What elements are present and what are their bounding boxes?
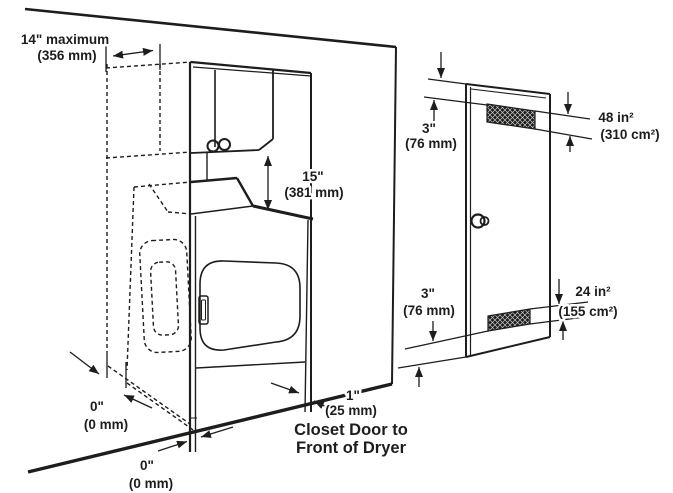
dryer-console-hidden [148, 183, 169, 213]
bottom-vent-offset-metric: (76 mm) [403, 303, 455, 318]
side-clearance-arrow-left [157, 440, 188, 452]
dryer-kickplate-seam [195, 361, 306, 369]
bottom-vent [487, 308, 531, 332]
dryer-side-panel-hidden [139, 238, 192, 354]
dryer-side-recess-hidden [149, 261, 180, 336]
cabinet-clearance-label: 15" [302, 169, 323, 184]
door-clearance-label: 1" [346, 388, 360, 403]
door-knob [470, 213, 486, 229]
hidden-outlines [105, 61, 197, 433]
bottom-vent-offset-label: 3" [421, 286, 435, 301]
rear-clearance-metric: (0 mm) [84, 417, 128, 432]
caption-line1: Closet Door to [294, 421, 408, 439]
wall-right-edge [391, 46, 397, 385]
opening-header-top [190, 60, 312, 75]
dryer-door-handle-inner [201, 299, 206, 321]
dryer-front-right-edge [304, 219, 309, 413]
top-vent-top-leader [534, 110, 591, 120]
dryer-base-hidden [126, 382, 197, 433]
max-offset-metric: (356 mm) [37, 48, 96, 63]
top-vent [486, 103, 536, 130]
max-offset-label: 14" maximum [21, 32, 109, 47]
side-clearance-arrow-right [200, 426, 234, 438]
dryer-console-top [190, 176, 238, 184]
closet-door-diagram: 3" (76 mm) 48 in² (310 cm²) 3" (76 mm) 2… [397, 52, 663, 387]
side-clearance-metric: (0 mm) [129, 476, 173, 491]
cabinet [190, 70, 274, 181]
caption-line2: Front of Dryer [296, 439, 407, 457]
alcove-diagram: 14" maximum (356 mm) 15" (381 mm) 0" (0 … [18, 7, 410, 493]
bottom-vent-bottom-leader [529, 316, 586, 325]
top-vent-area-label: 48 in² [598, 110, 634, 125]
max-offset-arrow [112, 47, 154, 59]
alcove-dimensions [69, 44, 334, 452]
wall-top-edge [24, 7, 397, 49]
cabinet-knob-right [218, 138, 231, 151]
floor-edge [27, 382, 393, 474]
bottom-vent-extension-left [404, 330, 489, 350]
bottom-vent-area-metric: (155 cm²) [558, 304, 617, 319]
dryer [189, 176, 314, 452]
dryer-left-edge-hidden [126, 186, 135, 371]
dryer-top-front-left [190, 205, 254, 215]
closet-structure [24, 7, 397, 474]
rear-clearance-label: 0" [90, 399, 104, 414]
top-vent-offset-label: 3" [422, 121, 436, 136]
cabinet-knob-left [206, 139, 220, 153]
door-labels: 3" (76 mm) 48 in² (310 cm²) 3" (76 mm) 2… [401, 108, 663, 322]
top-vent-area-metric: (310 cm²) [600, 127, 659, 142]
cabinet-clearance-metric: (381 mm) [284, 185, 343, 200]
cabinet-top-hidden [105, 61, 192, 69]
alcove-labels: 14" maximum (356 mm) 15" (381 mm) 0" (0 … [18, 30, 410, 493]
bottom-vent-top-leader [529, 301, 589, 310]
top-vent-top-extension-left [423, 96, 488, 106]
closet-door [465, 83, 551, 358]
door-clearance-arrow-right [313, 400, 334, 411]
door-knob-inner [479, 216, 490, 226]
side-clearance-label: 0" [140, 458, 154, 473]
door-dimensions [397, 52, 593, 387]
opening-header-bottom [192, 66, 312, 77]
door-bottom-edge [465, 336, 551, 358]
door-clearance-metric: (25 mm) [325, 403, 377, 418]
dryer-door-handle [198, 295, 209, 325]
door-top-extension [427, 78, 467, 85]
cabinet-bottom-hidden [105, 151, 192, 159]
dryer-door [199, 260, 301, 351]
rear-clearance-arrow-1 [69, 351, 100, 375]
dryer-console-slant [235, 177, 255, 207]
closet-base-hidden [107, 365, 191, 425]
dryer-top-front-hidden [167, 211, 192, 215]
top-vent-offset-metric: (76 mm) [405, 136, 457, 151]
rear-clearance-arrow-2 [123, 394, 153, 409]
door-clearance-arrow-left [270, 382, 300, 394]
door-top-edge-inner [470, 88, 547, 99]
top-vent-bottom-leader [534, 128, 593, 140]
cabinet-bottom-corner [258, 138, 274, 151]
cabinet-bottom-edge [190, 149, 260, 154]
dryer-top-hidden [133, 181, 192, 188]
bottom-vent-area-label: 24 in² [575, 284, 611, 299]
door-bottom-extension [397, 356, 467, 369]
dryer-top-front-edge [252, 204, 314, 221]
door-top-edge [465, 83, 551, 95]
